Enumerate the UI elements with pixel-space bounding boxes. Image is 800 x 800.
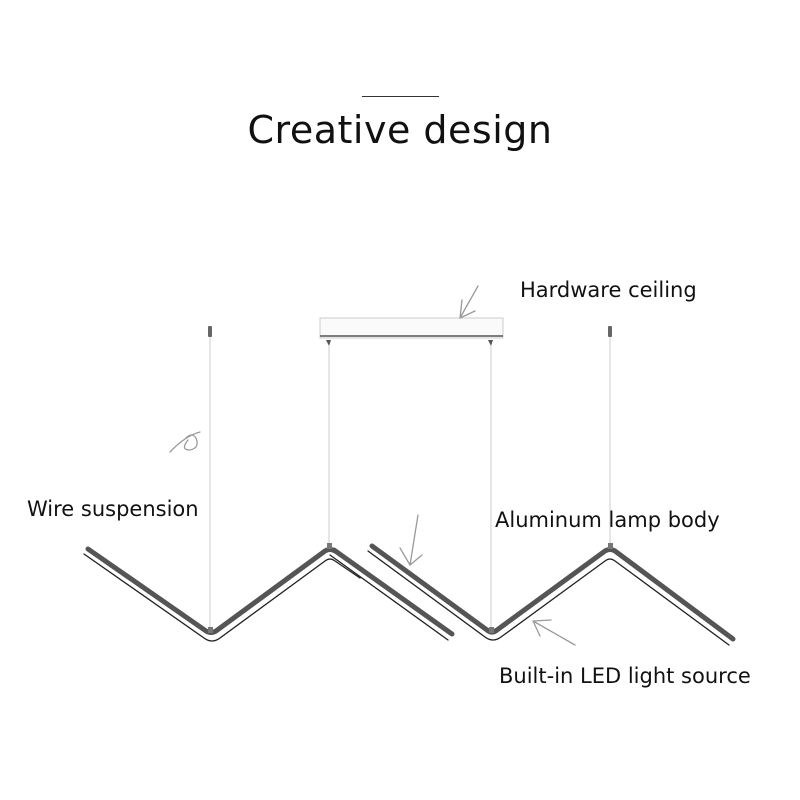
ceiling-anchor-right — [608, 326, 612, 337]
title-rule — [362, 96, 439, 97]
lamp-body-right — [367, 543, 736, 646]
canopy-clamp-left — [326, 340, 331, 346]
suspension-wires — [209, 337, 611, 630]
label-aluminum-lamp-body: Aluminum lamp body — [495, 508, 720, 532]
arrow-aluminum-body — [399, 514, 423, 566]
ceiling-canopy — [319, 317, 504, 346]
arrow-led-source — [532, 619, 576, 646]
label-led-light-source: Built-in LED light source — [499, 664, 751, 688]
label-wire-suspension: Wire suspension — [27, 497, 199, 521]
canopy-clamp-right — [488, 340, 493, 346]
lamp-body-left — [83, 543, 361, 642]
pointer-arrows — [169, 285, 576, 646]
label-hardware-ceiling: Hardware ceiling — [520, 278, 697, 302]
arrow-wire-suspension — [169, 431, 201, 453]
ceiling-anchor-left — [208, 326, 212, 337]
page-title: Creative design — [247, 108, 553, 152]
arrow-hardware-ceiling — [459, 285, 479, 319]
lamp-body-middle — [329, 547, 455, 641]
